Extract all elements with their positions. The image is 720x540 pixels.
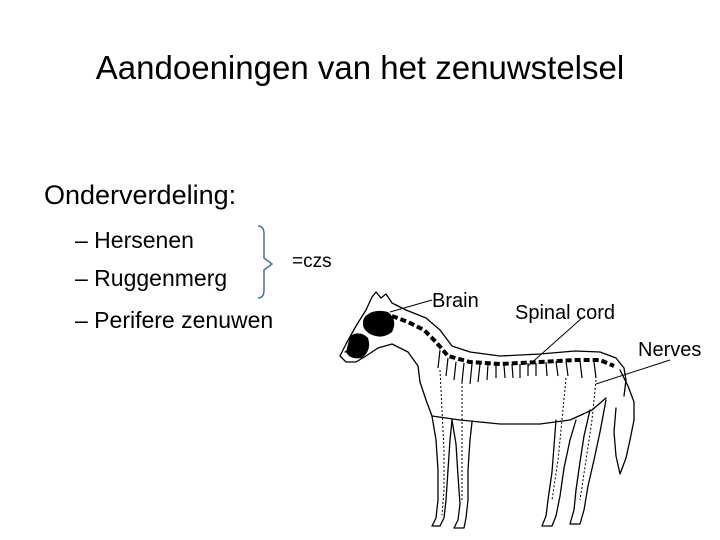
- label-spinal-cord: Spinal cord: [515, 302, 616, 324]
- bullet-hersenen: – Hersenen: [75, 227, 194, 253]
- czs-label: =czs: [292, 251, 332, 272]
- bullet-perifere-zenuwen: – Perifere zenuwen: [75, 307, 274, 333]
- bullet-ruggenmerg: – Ruggenmerg: [75, 265, 228, 291]
- label-nerves: Nerves: [638, 339, 702, 361]
- label-brain: Brain: [432, 290, 479, 312]
- horse-nervous-system-illustration: [339, 291, 671, 529]
- slide-title: Aandoeningen van het zenuwstelsel: [95, 49, 625, 86]
- section-heading: Onderverdeling:: [44, 180, 237, 210]
